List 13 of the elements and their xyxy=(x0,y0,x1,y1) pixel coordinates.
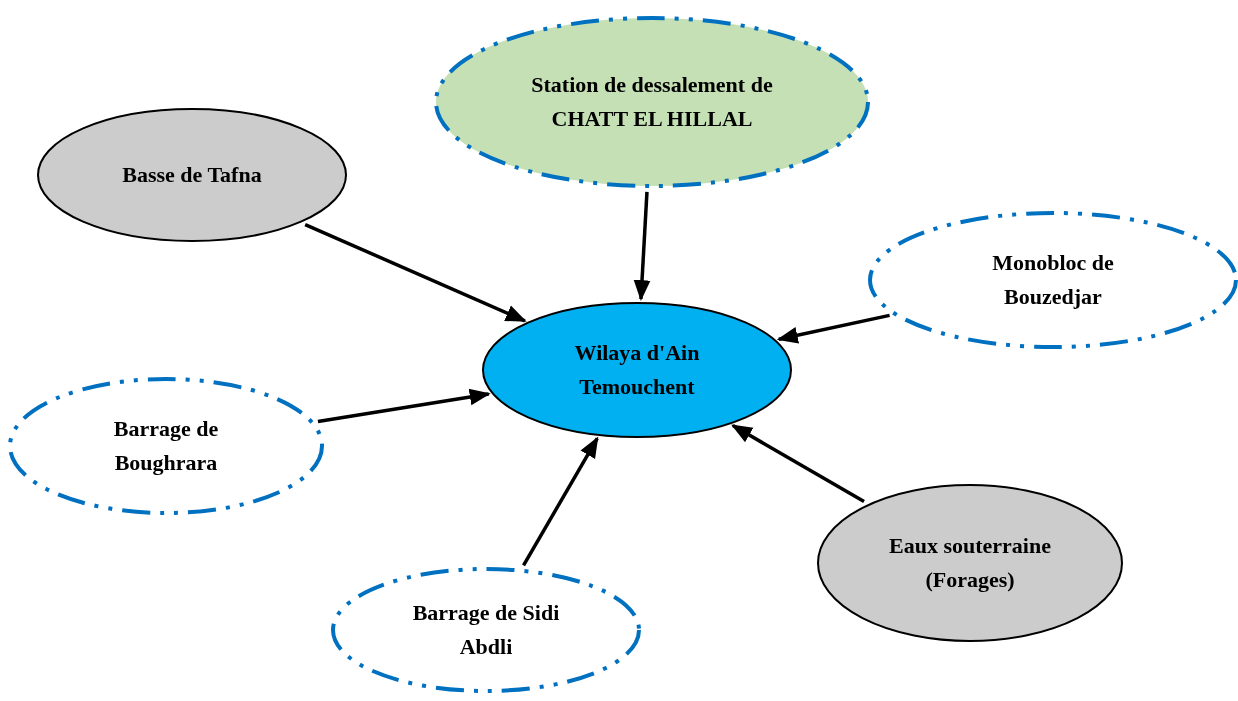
arrow xyxy=(776,313,890,344)
arrow xyxy=(633,191,651,302)
arrow xyxy=(731,424,865,504)
node-label: Monobloc de Bouzedjar xyxy=(991,249,1115,311)
node-label: Wilaya d'Ain Temouchent xyxy=(573,339,701,401)
node-label: Eaux souterraine (Forages) xyxy=(888,532,1052,594)
node-label: Basse de Tafna xyxy=(122,161,262,189)
node-label: Station de dessalement de CHATT EL HILLAL xyxy=(530,71,774,133)
arrow xyxy=(304,223,527,323)
arrow xyxy=(522,436,599,567)
node-label: Barrage de Sidi Abdli xyxy=(411,599,561,661)
arrow xyxy=(317,388,491,424)
node-label: Barrage de Boughrara xyxy=(112,415,220,477)
